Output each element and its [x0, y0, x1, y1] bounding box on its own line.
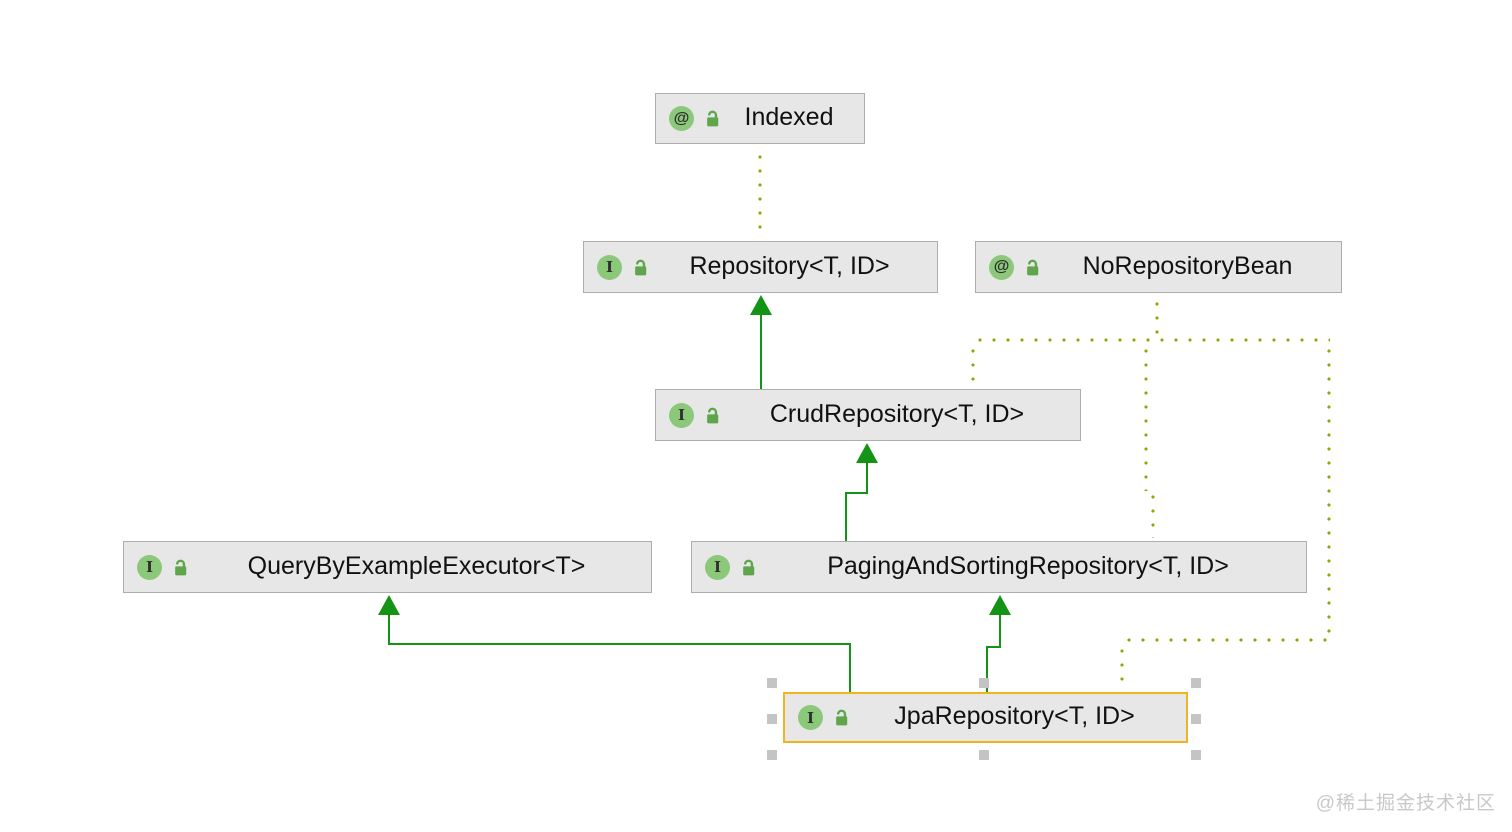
arrowhead-paging-to-crud — [856, 443, 878, 463]
diagram-node-querybyexampleexecutor[interactable]: I QueryByExampleExecutor<T> — [123, 541, 652, 593]
interface-icon: I — [798, 705, 823, 730]
edge-paging-crud-segment — [845, 492, 868, 494]
diagram-node-crudrepository[interactable]: I CrudRepository<T, ID> — [655, 389, 1081, 441]
selection-handle-mid-right[interactable] — [1191, 714, 1201, 724]
node-label: PagingAndSortingRepository<T, ID> — [827, 551, 1229, 580]
diagram-node-norepositorybean[interactable]: @ NoRepositoryBean — [975, 241, 1342, 293]
interface-icon: I — [705, 554, 730, 580]
unlocked-padlock-icon — [701, 406, 720, 425]
selection-handle-top-center[interactable] — [979, 678, 989, 688]
edge-norepositorybean-jpa-segment — [1120, 644, 1124, 689]
edge-repository-indexed-segment — [758, 150, 762, 238]
unlocked-padlock-icon — [169, 558, 188, 577]
selection-handle-bottom-center[interactable] — [979, 750, 989, 760]
diagram-node-repository[interactable]: I Repository<T, ID> — [583, 241, 938, 293]
unlocked-padlock-icon — [701, 109, 720, 128]
edge-jpa-query-segment — [388, 643, 851, 645]
interface-icon: I — [597, 254, 622, 280]
selection-handle-top-right[interactable] — [1191, 678, 1201, 688]
edge-jpa-paging-segment — [986, 646, 988, 692]
selection-handle-mid-left[interactable] — [767, 714, 777, 724]
edge-jpa-paging-segment — [987, 646, 1001, 648]
node-label: Repository<T, ID> — [689, 251, 890, 280]
interface-icon: I — [669, 402, 694, 428]
edge-norepositorybean-stub-segment — [1155, 297, 1159, 340]
edge-jpa-query-segment — [849, 643, 851, 692]
node-label: JpaRepository<T, ID> — [894, 702, 1135, 730]
arrowhead-jpa-to-query — [378, 595, 400, 615]
edge-paging-crud-segment — [845, 492, 847, 541]
unlocked-padlock-icon — [737, 558, 756, 577]
node-label: QueryByExampleExecutor<T> — [247, 551, 586, 580]
edge-crud-repository-segment — [760, 315, 762, 389]
edge-jpa-paging-segment — [999, 614, 1001, 648]
diagram-node-jparepository[interactable]: I JpaRepository<T, ID> — [783, 692, 1188, 743]
selection-handle-bottom-right[interactable] — [1191, 750, 1201, 760]
annotation-icon: @ — [669, 106, 694, 131]
edge-norepositorybean-paging-segment — [1151, 490, 1155, 538]
node-label: Indexed — [744, 103, 834, 131]
edge-jpa-query-segment — [388, 614, 390, 645]
edge-norepositorybean-jpa-segment — [1122, 638, 1331, 642]
annotation-icon: @ — [989, 254, 1014, 280]
selection-handle-top-left[interactable] — [767, 678, 777, 688]
diagram-node-pagingandsortingrepository[interactable]: I PagingAndSortingRepository<T, ID> — [691, 541, 1307, 593]
edge-norepositorybean-jpa-segment — [1327, 344, 1331, 637]
unlocked-padlock-icon — [1021, 258, 1040, 277]
unlocked-padlock-icon — [830, 708, 849, 727]
edge-norepositorybean-trunk-segment — [973, 338, 1330, 342]
edge-norepositorybean-crud-segment — [971, 344, 975, 386]
node-label: NoRepositoryBean — [1082, 251, 1293, 280]
interface-icon: I — [137, 554, 162, 580]
arrowhead-jpa-to-paging — [989, 595, 1011, 615]
arrowhead-crud-to-repository — [750, 295, 772, 315]
unlocked-padlock-icon — [629, 258, 648, 277]
selection-handle-bottom-left[interactable] — [767, 750, 777, 760]
watermark: @稀土掘金技术社区 — [1315, 793, 1496, 814]
diagram-node-indexed[interactable]: @ Indexed — [655, 93, 865, 144]
node-label: CrudRepository<T, ID> — [769, 399, 1025, 428]
edge-paging-crud-segment — [866, 462, 868, 494]
edge-norepositorybean-paging-segment — [1144, 344, 1148, 491]
